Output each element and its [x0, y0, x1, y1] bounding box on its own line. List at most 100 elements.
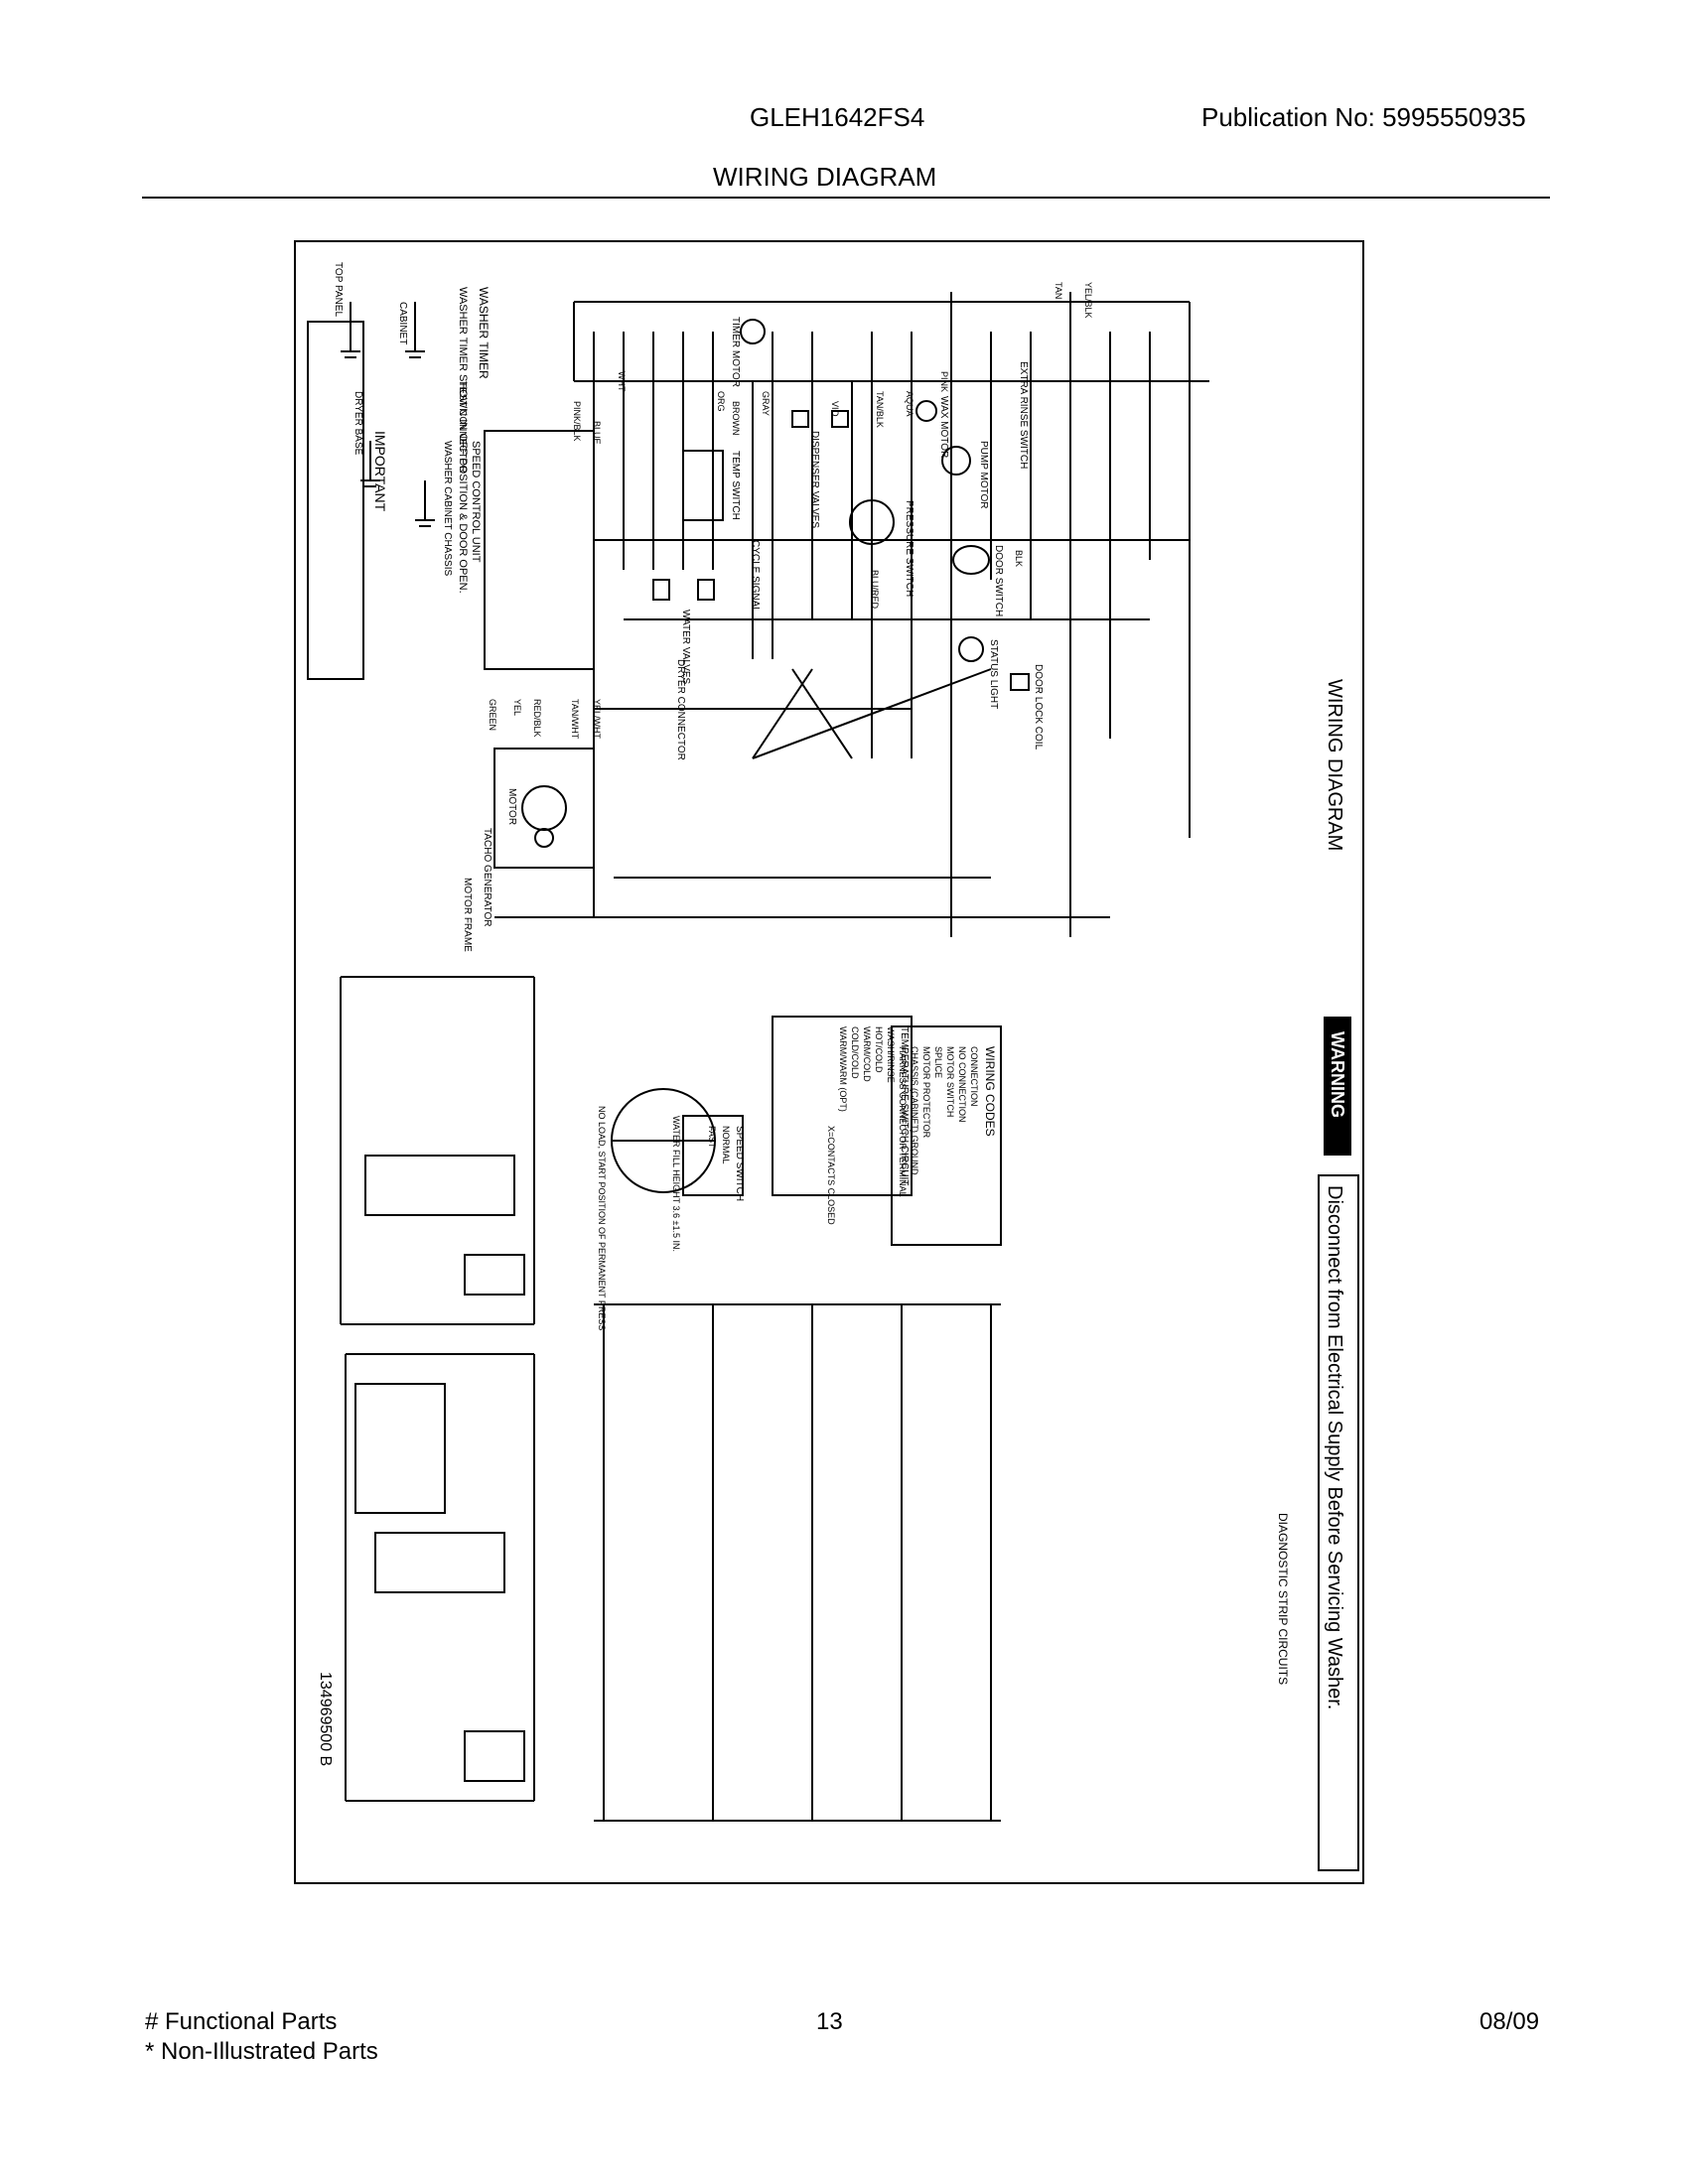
water-fill-label: WATER FILL HEIGHT 3.6 ±1.5 IN.: [671, 1116, 681, 1252]
door-switch-symbol: [952, 545, 990, 575]
status-light-label: STATUS LIGHT: [988, 639, 999, 709]
dispenser-valve-2: [831, 410, 849, 428]
status-light-symbol: [958, 636, 984, 662]
wire-blk: BLK: [1014, 550, 1024, 567]
wire-gray: GRAY: [761, 391, 771, 416]
timer-motor-symbol: [740, 319, 766, 344]
wire-pink-blk: PINK/BLK: [572, 401, 582, 442]
extra-rinse-label: EXTRA RINSE SWITCH: [1018, 361, 1029, 469]
footer-functional-parts: # Functional Parts: [145, 2008, 338, 2035]
wiring-diagram: WIRING DIAGRAM WASHER TIMER WASHER TIMER…: [307, 262, 1359, 1871]
motor-label: MOTOR: [506, 788, 517, 825]
door-lock-coil-label: DOOR LOCK COIL: [1033, 664, 1044, 751]
wax-motor-symbol: [915, 400, 937, 422]
dispenser-valves-label: DISPENSER VALVES: [809, 431, 820, 528]
ground-cabinet: CABINET: [397, 302, 408, 344]
wiring-code-5: MOTOR PROTECTOR: [921, 1046, 931, 1139]
speed-normal: NORMAL: [721, 1126, 731, 1164]
dispenser-valve-1: [791, 410, 809, 428]
wire-aqua: AQUA: [905, 391, 914, 417]
wiring-code-2: NO CONNECTION: [957, 1046, 967, 1123]
relay-note-box: [354, 1383, 446, 1514]
timer-caption: WASHER TIMER SHOWN IN OFF POSITION & DOO…: [457, 287, 469, 594]
temp-switch-row-2: HOT/COLD: [874, 1026, 884, 1073]
diagram-frame: WIRING DIAGRAM WASHER TIMER WASHER TIMER…: [294, 240, 1364, 1884]
ground-washer-cabinet: WASHER CABINET CHASSIS: [442, 441, 453, 576]
wiring-code-3: MOTOR SWITCH: [945, 1046, 955, 1117]
timer-motor-label: TIMER MOTOR: [730, 317, 741, 387]
water-valves-label: WATER VALVES: [680, 610, 691, 685]
speed-control-unit-box: [484, 430, 595, 670]
wire-wht: WHT: [617, 371, 627, 392]
wire-yel-wht: YEL/WHT: [592, 699, 602, 740]
motor-frame-label: MOTOR FRAME: [462, 878, 473, 952]
temp-switch-note: X=CONTACTS CLOSED: [826, 1126, 836, 1225]
footer-non-illustrated: * Non-Illustrated Parts: [145, 2038, 378, 2065]
motor-symbol: [521, 785, 567, 831]
wire-brown: BROWN: [731, 401, 741, 436]
temp-switch-row-3: WARM/COLD: [862, 1026, 872, 1082]
disconnect-banner: Disconnect from Electrical Supply Before…: [1324, 1185, 1345, 1709]
pressure-switch-symbol: [849, 499, 895, 545]
timer-label: WASHER TIMER: [477, 287, 491, 379]
wire-blue: BLUE: [592, 421, 602, 445]
tacho-label: TACHO GENERATOR: [482, 828, 492, 926]
wiring-code-1: CONNECTION: [969, 1046, 979, 1107]
model-number: GLEH1642FS4: [750, 102, 925, 132]
speed-switch-table: [682, 1115, 744, 1196]
header-rule: [142, 197, 1550, 199]
hot-valve: [697, 579, 715, 601]
wire-green: GREEN: [488, 699, 497, 731]
temp-switch-title: TEMPERATURE SWITCH CIRCUIT: [899, 1026, 910, 1185]
door-switch-label: DOOR SWITCH: [993, 545, 1004, 616]
wiring-code-6: CHASSIS (CABINET) GROUND: [910, 1046, 919, 1175]
wire-vio: VIO: [830, 401, 840, 417]
cycle-signal-label: CYCLE SIGNAL: [750, 540, 761, 613]
cold-valve: [652, 579, 670, 601]
dryer-connector-label: DRYER CONNECTOR: [675, 659, 686, 760]
temp-switch-row-5: WARM/WARM (OPT): [838, 1026, 848, 1112]
diagram-title: WIRING DIAGRAM: [1324, 679, 1345, 851]
wire-yel-blk: YEL/BLK: [1083, 282, 1093, 319]
pump-motor-symbol: [941, 446, 971, 476]
water-fill-note: NO LOAD, START POSITION OF PERMANENT PRE…: [597, 1106, 607, 1330]
speed-control-label: SPEED CONTROL UNIT: [470, 441, 482, 563]
wax-motor-label: WAX MOTOR: [938, 396, 949, 458]
important-box: [307, 321, 364, 680]
ground-dryer-base: DRYER BASE: [352, 391, 363, 456]
wiring-code-7: HARNESS CONNECTOR TERMINAL: [898, 1046, 908, 1197]
page-number: 13: [816, 2008, 843, 2035]
ground-top-panel: TOP PANEL: [333, 262, 344, 317]
temp-switch-row-1: WASH/RINSE: [886, 1026, 896, 1083]
tacho-generator-symbol: [534, 828, 554, 848]
door-lock-coil: [1010, 673, 1030, 691]
important-title: IMPORTANT: [372, 431, 388, 512]
section-title: WIRING DIAGRAM: [713, 162, 937, 192]
diag-strip-title: DIAGNOSTIC STRIP CIRCUITS: [1276, 1513, 1290, 1685]
pump-motor-label: PUMP MOTOR: [978, 441, 989, 509]
disconnect-box: [1318, 1174, 1359, 1871]
wiring-code-4: SPLICE: [933, 1046, 943, 1078]
speed-switch-title: SPEED SWITCH: [734, 1126, 745, 1201]
publication-number: Publication No: 5995550935: [1201, 102, 1526, 132]
footer-date: 08/09: [1479, 2008, 1540, 2035]
wire-blu-red: BLU/RED: [870, 570, 880, 610]
speed-fast: FAST: [707, 1126, 717, 1149]
wiring-codes-title: WIRING CODES: [983, 1046, 997, 1137]
temp-switch-table: [772, 1016, 913, 1196]
wire-pink: PINK: [939, 371, 949, 392]
wire-tan: TAN: [1054, 282, 1063, 299]
warning-title: WARNING: [1328, 1031, 1347, 1118]
wire-red-blk: RED/BLK: [532, 699, 542, 738]
timer-contacts: [593, 332, 1151, 381]
part-number: 134969500 B: [317, 1672, 334, 1766]
test-connector-label: TEST CONNECTOR: [457, 381, 468, 473]
motor-box: [493, 748, 595, 869]
wire-tan-blk: TAN/BLK: [875, 391, 885, 428]
pressure-switch-label: PRESSURE SWITCH: [904, 500, 914, 597]
wire-yel: YEL: [512, 699, 522, 716]
wire-tan-wht: TAN/WHT: [570, 699, 580, 740]
warning-badge: [1324, 1017, 1351, 1156]
temp-switch-box: [682, 450, 724, 521]
wire-org: ORG: [716, 391, 726, 412]
